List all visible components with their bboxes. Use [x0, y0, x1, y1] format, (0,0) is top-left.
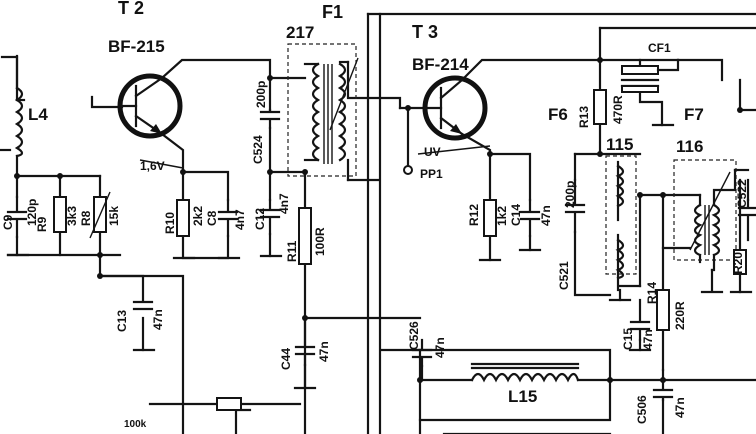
r10-ref: R10 — [163, 212, 177, 234]
r11-ref: R11 — [285, 240, 299, 262]
c15-ref: C15 — [621, 328, 635, 350]
r8-value: 15k — [107, 206, 121, 226]
c13-ref: C13 — [115, 310, 129, 332]
r14-ref: R14 — [645, 282, 659, 304]
transformer-f1 — [287, 43, 359, 182]
c14-value: 47n — [539, 205, 553, 226]
c13-value: 47n — [151, 309, 165, 330]
f6-code: 115 — [606, 135, 633, 154]
t3-type: BF-214 — [412, 55, 469, 74]
t2-voltage: 1,6V — [140, 159, 165, 173]
t3-voltage: UV — [424, 145, 441, 159]
r20-ref: R20 — [731, 252, 745, 274]
c524-ref: C524 — [251, 135, 265, 164]
resistors — [53, 89, 747, 411]
r-100k-value: 100k — [124, 419, 147, 430]
f7-code: 116 — [676, 137, 703, 156]
f1-label: F1 — [322, 2, 343, 22]
c522-ref: C522 — [735, 179, 749, 208]
c44-ref: C44 — [279, 348, 293, 370]
c526-value: 47n — [433, 337, 447, 358]
transformer-f6 — [605, 155, 637, 280]
c8-ref: C8 — [205, 210, 219, 226]
transistor-t2 — [117, 73, 183, 139]
t2-type: BF-215 — [108, 37, 165, 56]
c521-ref: C521 — [557, 261, 571, 290]
transistor-t3 — [422, 75, 488, 141]
c12-ref: C12 — [253, 208, 267, 230]
test-point-pp1 — [403, 145, 491, 175]
r13-ref: R13 — [577, 106, 591, 128]
inductor-l4 — [14, 86, 24, 158]
c12-value: 4n7 — [277, 193, 291, 214]
c521-value: 200p — [563, 181, 577, 208]
c15-value: 47n — [641, 329, 655, 350]
r10-value: 2k2 — [191, 206, 205, 226]
t2-ref: T 2 — [118, 0, 144, 18]
ground-symbols — [6, 123, 753, 390]
c9-ref: C9 — [1, 214, 15, 230]
wiring — [0, 12, 756, 434]
r8-ref: R8 — [79, 210, 93, 226]
inductor-l15 — [470, 362, 580, 383]
l15-label: L15 — [508, 387, 537, 406]
r9-value: 3k3 — [65, 206, 79, 226]
f6-label: F6 — [548, 105, 568, 124]
transformer-f7 — [673, 159, 737, 272]
junction-dots — [14, 57, 743, 407]
c14-ref: C14 — [509, 204, 523, 226]
r12-ref: R12 — [467, 204, 481, 226]
f1-code: 217 — [286, 23, 314, 42]
ceramic-filter-cf1 — [620, 58, 680, 93]
voltage-arrow-t2 — [139, 159, 184, 169]
capacitors — [6, 108, 756, 402]
f7-label: F7 — [684, 105, 704, 124]
c44-value: 47n — [317, 341, 331, 362]
c506-value: 47n — [673, 397, 687, 418]
c526-ref: C526 — [407, 321, 421, 350]
r9-ref: R9 — [35, 216, 49, 232]
r11-value: 100R — [313, 227, 327, 256]
c8-value: 4n7 — [233, 209, 247, 230]
r14-value: 220R — [673, 301, 687, 330]
r12-value: 1k2 — [495, 206, 509, 226]
l4-label: L4 — [28, 105, 48, 124]
pp1-label: PP1 — [420, 167, 443, 181]
t3-ref: T 3 — [412, 22, 438, 42]
c506-ref: C506 — [635, 395, 649, 424]
r13-value: 470R — [611, 95, 625, 124]
cf1-label: CF1 — [648, 41, 671, 55]
c524-value: 200p — [254, 81, 268, 108]
c9-value: 120p — [25, 199, 39, 226]
